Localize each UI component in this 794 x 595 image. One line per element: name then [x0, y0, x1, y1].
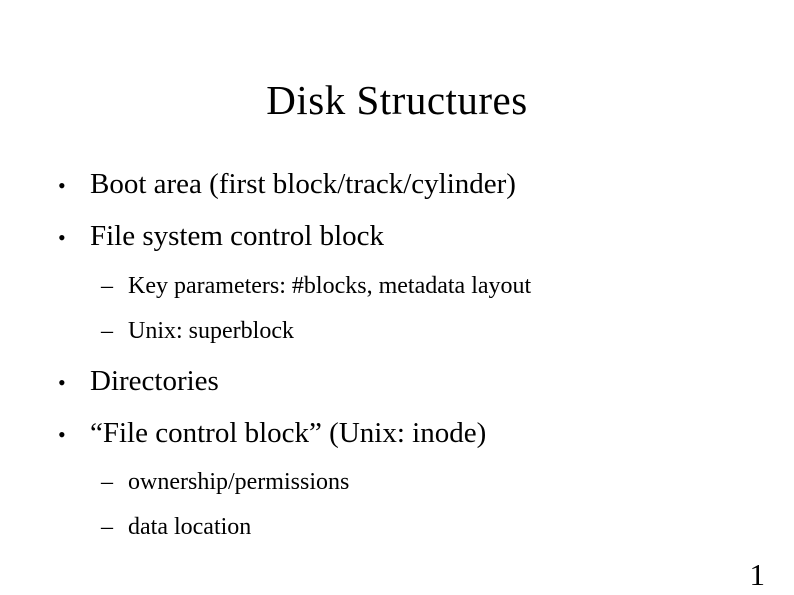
bullet-icon: •: [58, 173, 66, 198]
list-item-label: data location: [128, 514, 252, 540]
list-item: • “File control block” (Unix: inode): [58, 417, 486, 450]
list-item: • Directories: [58, 365, 219, 398]
list-item-label: Unix: superblock: [128, 318, 294, 344]
list-item-label: Key parameters: #blocks, metadata layout: [128, 273, 532, 299]
list-item-label: “File control block” (Unix: inode): [90, 417, 487, 449]
bullet-icon: •: [58, 422, 66, 447]
list-item: • Boot area (first block/track/cylinder): [58, 168, 516, 201]
dash-icon: –: [101, 318, 113, 344]
dash-icon: –: [101, 469, 113, 495]
list-item: – Unix: superblock: [101, 318, 294, 345]
list-item-label: ownership/permissions: [128, 469, 350, 495]
bullet-icon: •: [58, 370, 66, 395]
bullet-icon: •: [58, 225, 66, 250]
list-item: • File system control block: [58, 220, 384, 253]
list-item: – ownership/permissions: [101, 469, 349, 496]
page-number: 1: [749, 557, 766, 592]
list-item-label: Directories: [90, 365, 219, 397]
list-item: – Key parameters: #blocks, metadata layo…: [101, 273, 531, 300]
dash-icon: –: [101, 273, 113, 299]
dash-icon: –: [101, 514, 113, 540]
list-item-label: Boot area (first block/track/cylinder): [90, 168, 516, 200]
page-title: Disk Structures: [266, 77, 528, 123]
list-item-label: File system control block: [90, 220, 384, 252]
list-item: – data location: [101, 514, 251, 541]
